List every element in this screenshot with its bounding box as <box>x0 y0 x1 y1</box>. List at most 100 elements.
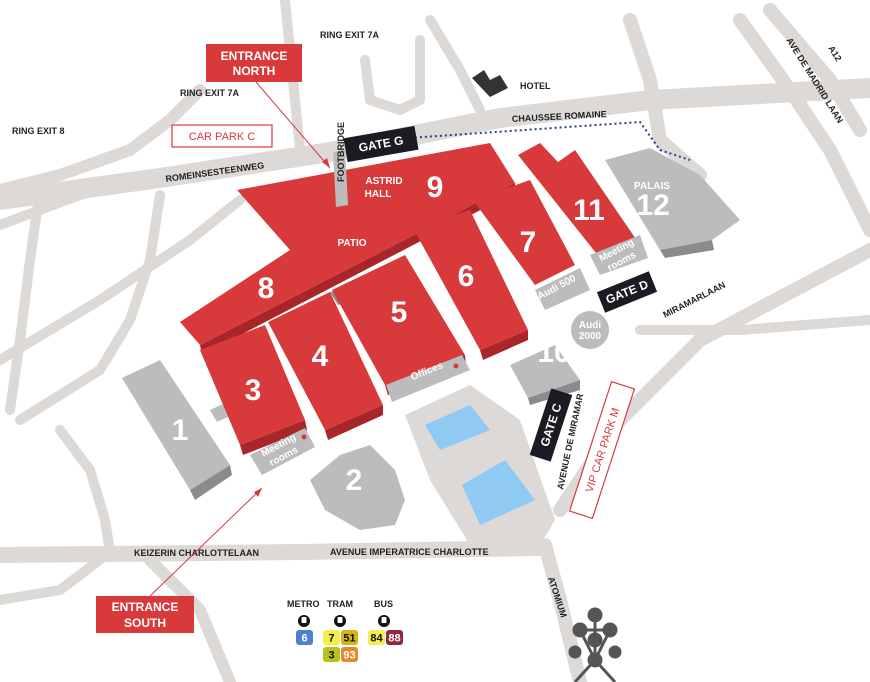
hall-2[interactable] <box>310 445 405 530</box>
hall-9-number: 9 <box>427 171 444 204</box>
audi-500[interactable] <box>535 268 590 310</box>
east-road <box>635 315 870 335</box>
meeting-dot <box>301 434 307 440</box>
tram-line-badge: 51 <box>341 630 358 645</box>
palais-label: PALAIS <box>634 181 670 192</box>
metro-label: METRO <box>287 599 320 609</box>
bus-line-number: 84 <box>370 633 383 645</box>
patio-label: PATIO <box>337 238 366 249</box>
hall-5[interactable] <box>332 255 465 385</box>
metro-line-badge: 6 <box>296 630 313 645</box>
bus-line-number: 88 <box>388 633 400 645</box>
bus-line-badge: 88 <box>386 630 403 645</box>
hall-4[interactable] <box>268 292 383 430</box>
south-road <box>144 554 236 682</box>
hall-1[interactable] <box>122 360 230 490</box>
left-road-c <box>15 190 165 425</box>
tram-line-badge: 93 <box>341 647 358 662</box>
entrance-north[interactable]: ENTRANCE NORTH <box>206 44 302 82</box>
entrance-north-label-2: NORTH <box>233 64 276 78</box>
audi-2000-label-2: 2000 <box>579 331 602 342</box>
hall-4-side <box>325 405 383 440</box>
ring-road-a <box>0 170 155 230</box>
hall-label: HALL <box>365 189 392 200</box>
entrance-north-label-1: ENTRANCE <box>221 49 288 63</box>
gate-d[interactable]: GATE D <box>596 271 658 313</box>
audi-2000[interactable] <box>571 311 609 349</box>
imperatrice-label: AVENUE IMPERATRICE CHARLOTTE <box>330 547 489 557</box>
hall-6-side <box>480 330 528 360</box>
left-road-f <box>0 547 115 605</box>
metro-line-number: 6 <box>301 633 307 645</box>
hall-1-number: 1 <box>172 414 189 447</box>
hall-6-number: 6 <box>458 260 475 293</box>
keizerin-label: KEIZERIN CHARLOTTELAAN <box>134 548 259 558</box>
hall-12-number: 12 <box>636 189 669 222</box>
north-road-b <box>425 15 485 115</box>
offices-dot <box>453 363 459 369</box>
hall-3-number: 3 <box>245 374 262 407</box>
arrow-head-icon <box>322 158 330 168</box>
hotel-label: HOTEL <box>520 81 551 91</box>
tram-line-number: 93 <box>343 650 355 662</box>
hall-8-number: 8 <box>258 272 275 305</box>
a12-label: A12 <box>826 44 843 63</box>
ave-de-madrid-road <box>733 13 870 237</box>
ring-exit-8: RING EXIT 8 <box>12 126 65 136</box>
hall-10-number: 10 <box>537 336 570 369</box>
ring-exit-7a-top: RING EXIT 7A <box>320 30 380 40</box>
astrid-label: ASTRID <box>365 176 402 187</box>
footbridge <box>333 150 348 207</box>
miramarlaan-label: MIRAMARLAAN <box>661 280 727 320</box>
car-park-c-label: CAR PARK C <box>189 131 255 143</box>
hall-8-9[interactable] <box>180 143 515 345</box>
pool-1 <box>425 405 490 450</box>
gate-g[interactable]: GATE G <box>343 125 419 163</box>
tram-line-badge: 3 <box>323 647 340 662</box>
entrance-south-label-1: ENTRANCE <box>112 600 179 614</box>
atomium-icon <box>568 607 622 682</box>
hall-2-number: 2 <box>346 464 363 497</box>
car-park-c[interactable]: CAR PARK C <box>171 124 273 148</box>
meeting-rooms-north[interactable] <box>590 235 648 275</box>
hall-1-side <box>190 465 232 500</box>
footbridge-label: FOOTBRIDGE <box>336 122 346 182</box>
hall-11-number: 11 <box>573 194 605 227</box>
entrance-south-label-2: SOUTH <box>124 616 166 630</box>
hall-10[interactable] <box>510 345 580 398</box>
hall-3[interactable] <box>200 325 305 445</box>
hall-12-side <box>660 240 714 258</box>
bus-line-badge: 84 <box>368 630 385 645</box>
ring-exit-8-road <box>0 84 206 196</box>
offices-block[interactable] <box>386 355 470 402</box>
left-road-e <box>55 425 115 557</box>
arrow-head-icon <box>254 488 262 497</box>
bus-label: BUS <box>374 599 393 609</box>
transport-legend: METRO TRAM BUS 6 7 51 3 93 84 88 <box>287 599 403 662</box>
a12-road <box>763 3 867 137</box>
hall-4-number: 4 <box>312 340 329 373</box>
north-loop <box>360 35 425 115</box>
halls <box>122 143 740 530</box>
hall-5-number: 5 <box>391 296 408 329</box>
tram-line-badge: 7 <box>323 630 340 645</box>
hall-3-side <box>240 420 307 455</box>
meeting-rooms-south[interactable] <box>250 428 315 475</box>
ring-exit-7a-left: RING EXIT 7A <box>180 88 240 98</box>
tram-line-number: 51 <box>343 633 355 645</box>
tram-line-number: 3 <box>328 650 334 662</box>
entrance-north-arrow <box>255 81 331 169</box>
hall-12[interactable] <box>605 148 740 250</box>
left-road-d <box>5 185 45 415</box>
tram-line-number: 7 <box>328 633 334 645</box>
tram-label: TRAM <box>327 599 353 609</box>
audi-2000-label-1: Audi <box>579 320 601 331</box>
hall-11[interactable] <box>518 143 640 258</box>
hall-7[interactable] <box>473 180 575 285</box>
hotel-icon <box>472 70 508 97</box>
hall-6[interactable] <box>413 210 528 350</box>
pool-2 <box>462 460 535 525</box>
chaussee-romaine-label: CHAUSSEE ROMAINE <box>512 109 607 124</box>
entrance-south[interactable]: ENTRANCE SOUTH <box>96 596 194 633</box>
